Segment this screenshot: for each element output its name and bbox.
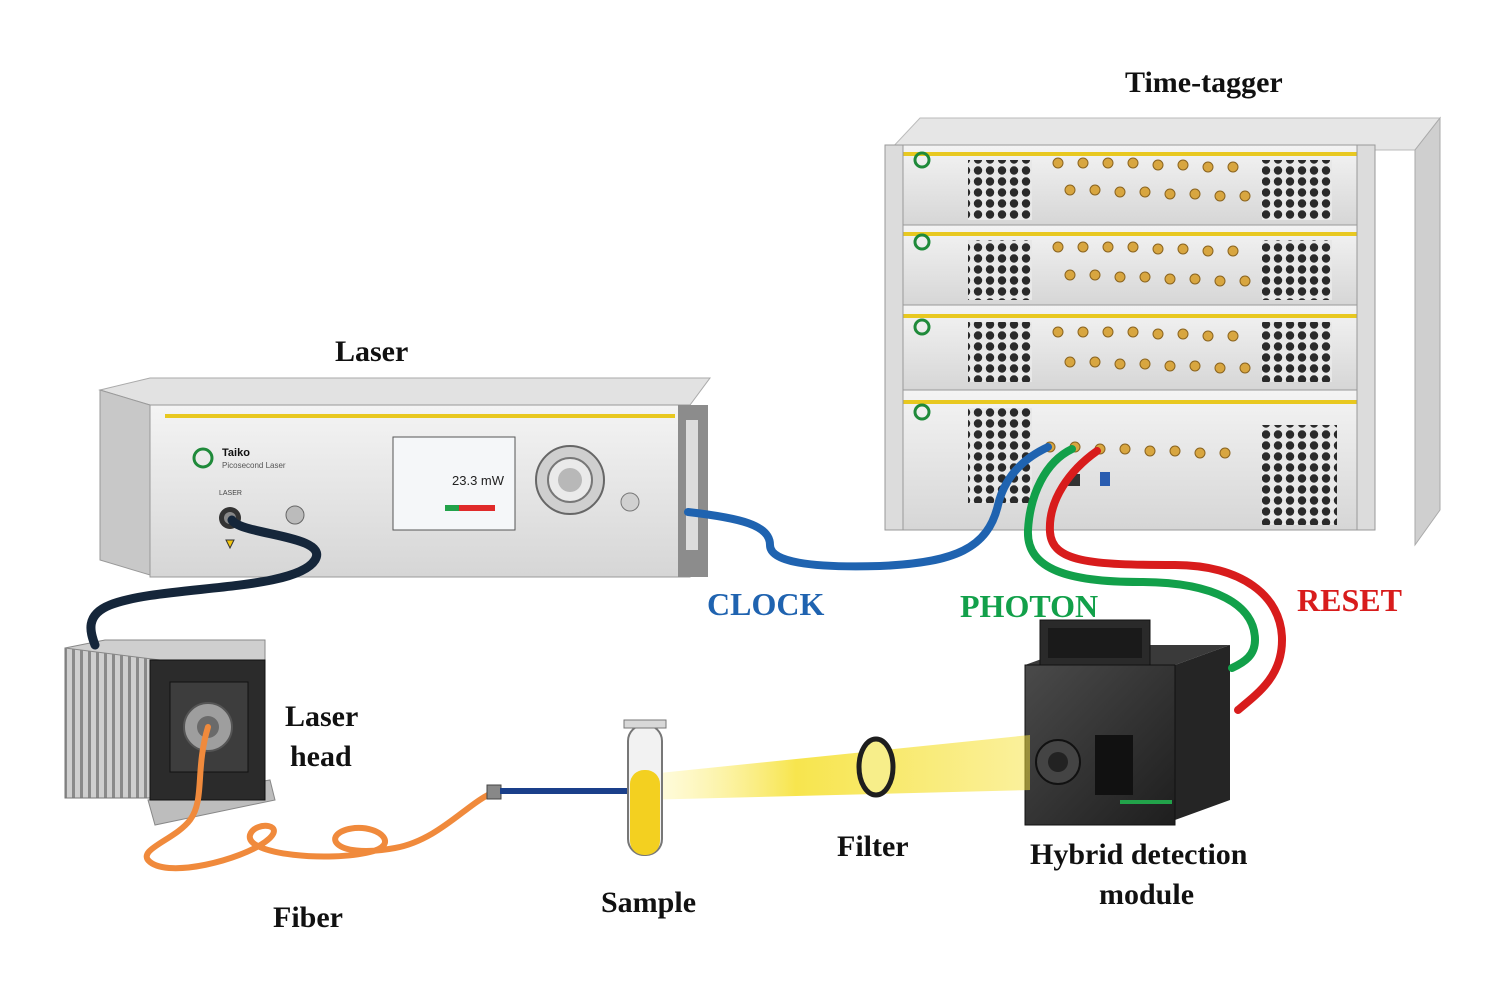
laser-port-label: LASER [219, 490, 242, 497]
photon-signal-label: PHOTON [960, 588, 1099, 624]
detector-label-line2: module [1099, 878, 1195, 911]
time-tagger-label: Time-tagger [1125, 66, 1283, 99]
fiber-collimator [486, 784, 502, 800]
optical-fiber [143, 724, 498, 872]
emission-beam [640, 735, 1030, 800]
sma-connectors [1044, 157, 1251, 459]
filter-label: Filter [837, 830, 909, 863]
clock-signal-label: CLOCK [707, 586, 825, 622]
time-tagger-unit-2 [884, 224, 1376, 306]
laser-controller [98, 377, 711, 578]
laser-power-readout: 23.3 mW [452, 473, 505, 488]
time-tagger-unit-3 [884, 304, 1376, 391]
laser-head-device [64, 639, 276, 826]
laser-label: Laser [335, 335, 409, 368]
optical-filter [856, 736, 896, 798]
sample-tube [623, 719, 667, 856]
laser-brand-text: Taiko [222, 447, 250, 459]
reset-cable [1045, 447, 1287, 714]
laser-head-label-line1: Laser [285, 700, 359, 733]
hybrid-detector-device [1024, 619, 1230, 826]
excitation-beam [500, 788, 632, 794]
reset-signal-label: RESET [1297, 582, 1402, 618]
clock-cable [684, 443, 1052, 571]
fiber-label: Fiber [273, 901, 343, 934]
laser-head-label-line2: head [290, 740, 352, 773]
photon-cable [1023, 445, 1260, 672]
time-tagger-stack [884, 116, 1442, 547]
detector-label-line1: Hybrid detection [1030, 838, 1248, 871]
laser-head-cable [86, 515, 322, 650]
sample-label: Sample [601, 886, 697, 919]
time-tagger-unit-4 [884, 389, 1376, 531]
laser-subtitle-text: Picosecond Laser [222, 461, 286, 470]
time-tagger-unit-1 [884, 144, 1376, 226]
